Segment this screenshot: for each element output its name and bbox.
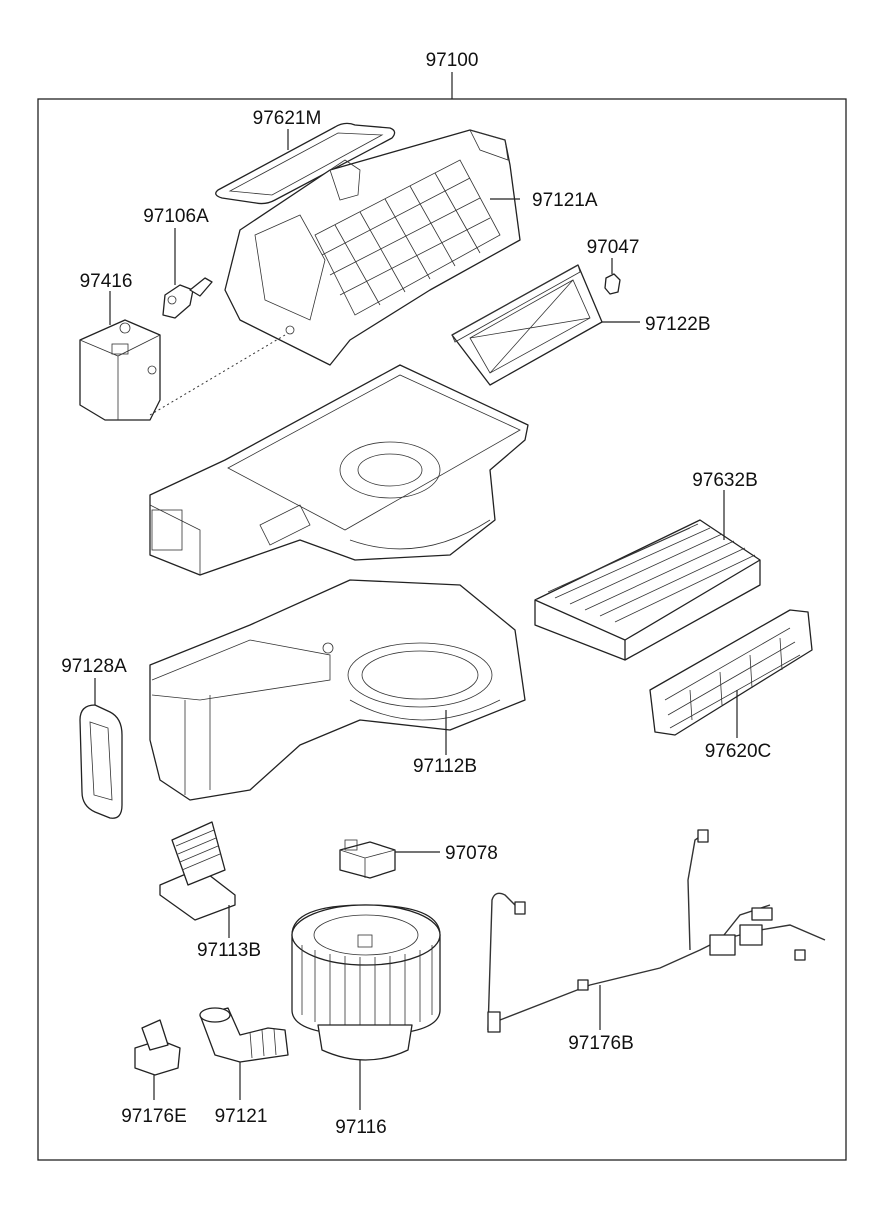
label-97121: 97121 bbox=[215, 1106, 268, 1127]
label-97621M: 97621M bbox=[253, 108, 322, 129]
label-97106A: 97106A bbox=[143, 206, 209, 227]
assembly-label: 97100 bbox=[426, 50, 479, 71]
part-97621M-drawing bbox=[215, 122, 396, 205]
mid-case-drawing bbox=[149, 364, 529, 576]
label-97116: 97116 bbox=[335, 1117, 386, 1138]
label-97176E: 97176E bbox=[121, 1106, 187, 1127]
part-97176E-drawing bbox=[134, 1019, 181, 1076]
label-97416: 97416 bbox=[80, 271, 133, 292]
part-97620C-drawing bbox=[649, 609, 813, 736]
part-97176B-drawing bbox=[487, 829, 826, 1033]
label-97620C: 97620C bbox=[705, 741, 772, 762]
label-97078: 97078 bbox=[445, 843, 498, 864]
part-97106A-drawing bbox=[162, 277, 213, 319]
label-97128A: 97128A bbox=[61, 656, 127, 677]
part-97122B-drawing bbox=[451, 264, 603, 386]
label-97122B: 97122B bbox=[645, 314, 711, 335]
part-97112B-drawing bbox=[149, 579, 526, 801]
part-97416-drawing bbox=[79, 319, 161, 421]
label-97632B: 97632B bbox=[692, 470, 758, 491]
part-97078-drawing bbox=[339, 839, 396, 879]
part-97121-drawing bbox=[199, 1007, 289, 1063]
part-97047-drawing bbox=[604, 273, 621, 295]
part-97128A-drawing bbox=[79, 704, 123, 819]
label-97121A: 97121A bbox=[532, 190, 598, 211]
assembly-frame bbox=[37, 98, 847, 1161]
label-97176B: 97176B bbox=[568, 1033, 634, 1054]
label-97112B: 97112B bbox=[413, 756, 477, 777]
part-97113B-drawing bbox=[159, 821, 236, 921]
part-97116-drawing bbox=[291, 904, 441, 1061]
part-97632B-drawing bbox=[534, 519, 761, 661]
label-97113B: 97113B bbox=[197, 940, 261, 961]
label-97047: 97047 bbox=[587, 237, 640, 258]
part-97121A-drawing bbox=[224, 129, 521, 366]
